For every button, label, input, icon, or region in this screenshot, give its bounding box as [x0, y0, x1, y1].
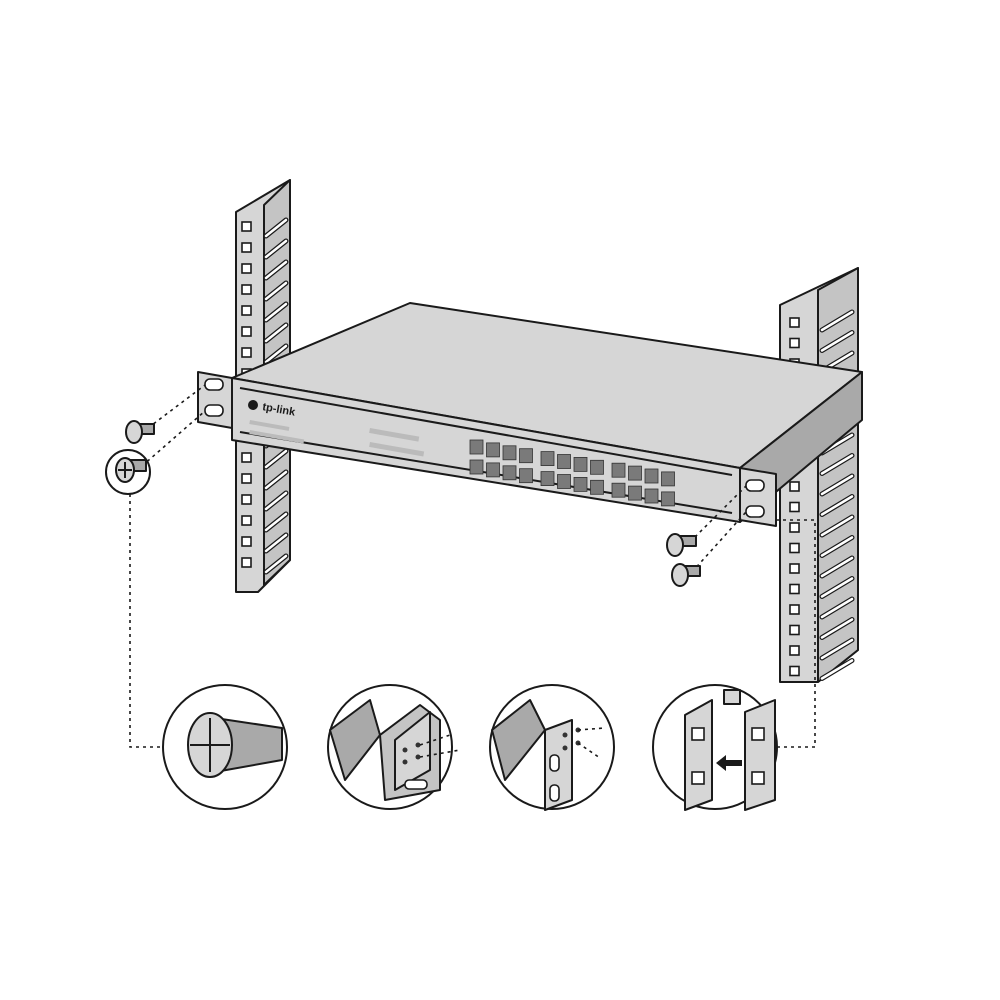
detail-cage-nut	[652, 684, 778, 811]
rail-hole	[789, 481, 800, 492]
rail-hole	[241, 242, 252, 253]
rail-hole	[241, 473, 252, 484]
screw-icon	[671, 563, 701, 587]
ethernet-ports	[469, 439, 675, 507]
left-rack-rail	[235, 179, 291, 593]
rail-hole	[789, 665, 800, 677]
ethernet-port	[590, 459, 604, 475]
rail-hole	[789, 522, 800, 533]
rail-hole	[241, 221, 252, 232]
ethernet-port	[486, 462, 500, 478]
ethernet-port	[540, 451, 555, 467]
rail-hole	[789, 317, 800, 328]
ethernet-port	[644, 488, 659, 504]
screw-highlight-circle	[105, 449, 151, 495]
ethernet-port	[557, 474, 571, 489]
network-switch: tp-link	[197, 302, 863, 527]
rail-hole	[789, 645, 800, 656]
ethernet-port	[628, 465, 642, 481]
ethernet-port	[590, 479, 604, 495]
svg-text:tp-link: tp-link	[261, 401, 296, 419]
callout-line-left	[129, 494, 163, 748]
ethernet-port	[469, 439, 484, 455]
ethernet-port	[661, 491, 675, 507]
rail-hole	[241, 326, 252, 337]
rail-hole	[789, 604, 800, 615]
rail-hole	[789, 501, 800, 513]
screw-icon	[125, 420, 155, 444]
ethernet-port	[486, 442, 500, 458]
rail-hole	[789, 624, 800, 636]
detail-bracket-left	[327, 684, 461, 810]
screws	[105, 384, 747, 587]
ethernet-port	[519, 468, 533, 484]
rail-hole	[789, 563, 800, 574]
rail-hole	[241, 515, 252, 526]
ethernet-port	[628, 485, 642, 501]
rail-hole	[789, 583, 800, 595]
tp-link-logo: tp-link	[248, 400, 297, 419]
ethernet-port	[611, 462, 626, 478]
ethernet-port	[502, 445, 517, 461]
ethernet-port	[573, 476, 588, 492]
ethernet-port	[644, 468, 659, 484]
arrow-icon	[716, 755, 742, 771]
rail-hole	[789, 542, 800, 554]
rail-hole	[241, 305, 252, 316]
rail-hole	[241, 347, 252, 358]
ethernet-port	[611, 482, 626, 498]
ethernet-port	[502, 465, 517, 481]
rail-hole	[241, 557, 252, 568]
detail-bracket-right	[489, 684, 615, 811]
screw-icon	[115, 457, 147, 483]
detail-screw-closeup	[162, 684, 288, 810]
rail-hole	[241, 452, 252, 463]
ethernet-port	[573, 456, 588, 472]
ethernet-port	[557, 454, 571, 469]
rail-hole	[241, 536, 252, 547]
rail-hole	[789, 337, 800, 349]
ethernet-port	[540, 471, 555, 487]
rail-hole	[241, 263, 252, 274]
screw-icon	[666, 533, 697, 557]
ethernet-port	[469, 459, 484, 475]
rail-hole	[241, 284, 252, 295]
rail-hole	[241, 494, 252, 505]
ethernet-port	[519, 448, 533, 464]
ethernet-port	[661, 471, 675, 487]
